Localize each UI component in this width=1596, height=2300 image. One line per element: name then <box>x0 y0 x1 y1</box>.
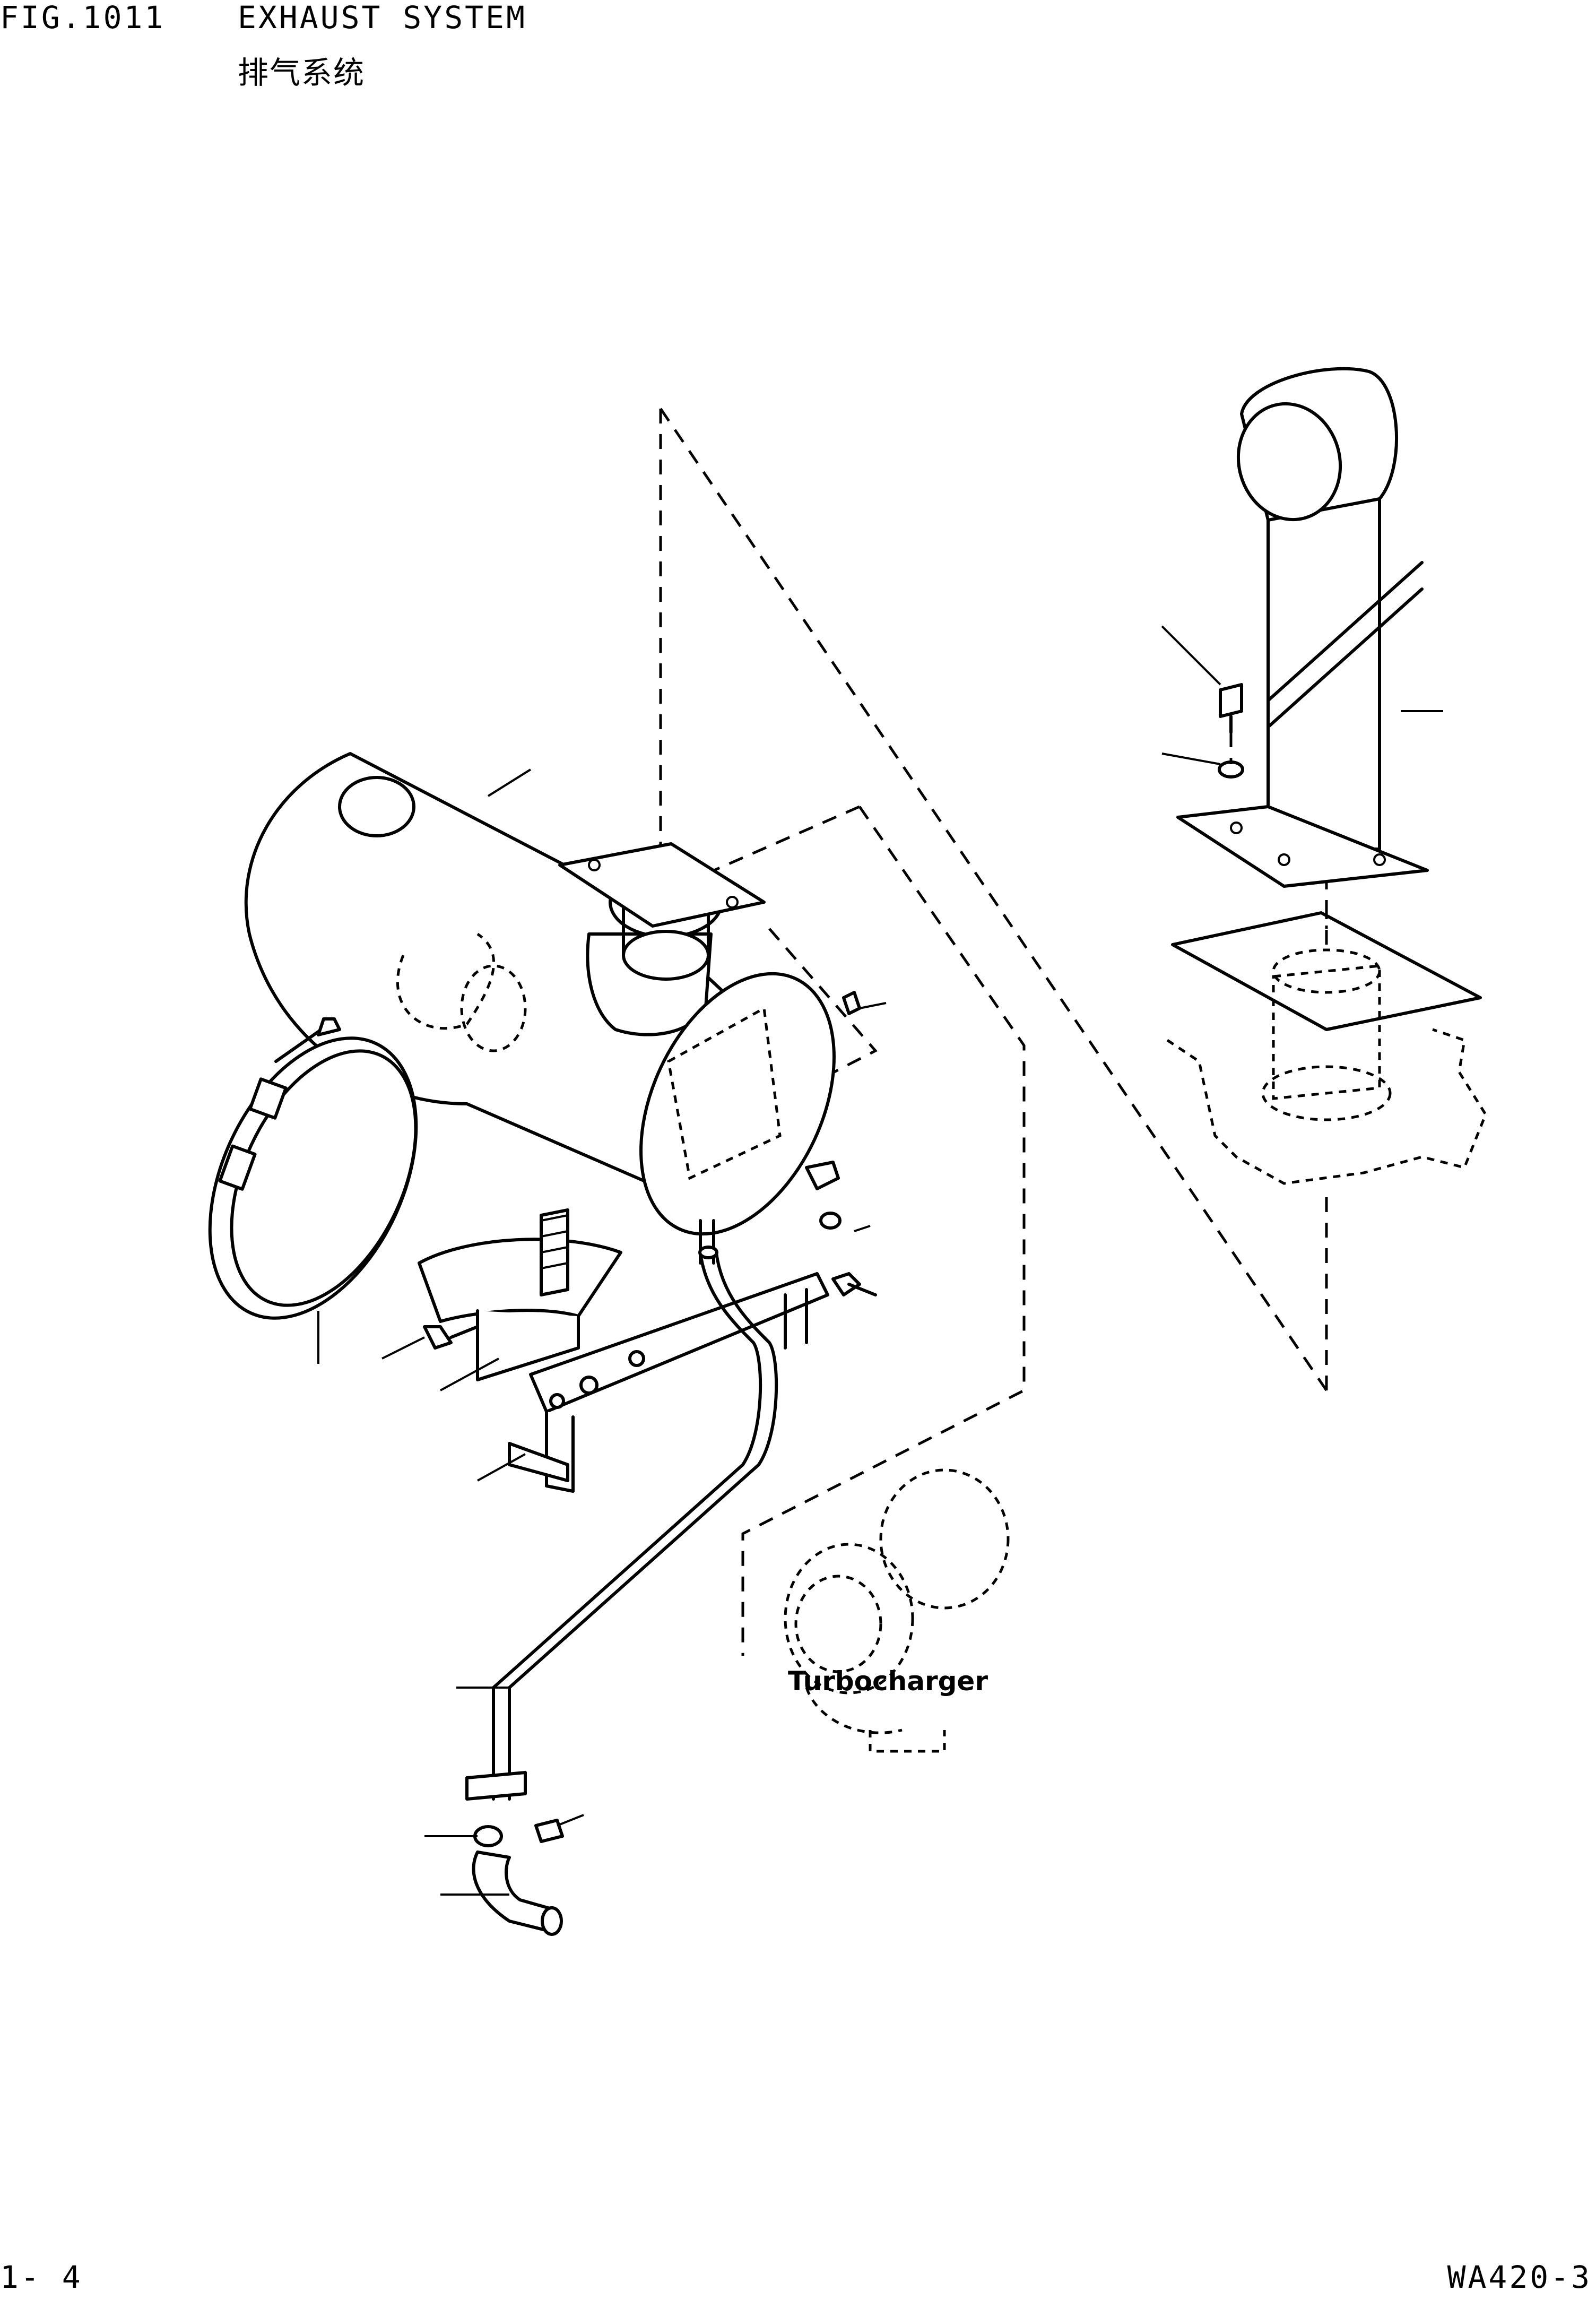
turbocharger-reference: Turbocharger <box>784 1468 1010 1753</box>
figure-number: FIG.1011 <box>0 0 166 36</box>
band-clamp <box>208 1017 418 1320</box>
turbocharger-label: Turbocharger <box>788 1666 988 1697</box>
model-code: WA420-3 <box>1447 2259 1592 2295</box>
figure-title: EXHAUST SYSTEM <box>238 0 527 36</box>
figure-title-chinese: 排气系统 <box>238 55 366 91</box>
stack-mounting-base <box>1166 902 1487 1185</box>
drain-pipe <box>465 1246 778 1936</box>
fasteners <box>423 991 877 1350</box>
exhaust-stack <box>1176 367 1429 888</box>
reference-leaders <box>317 625 1443 1896</box>
page-number: 1- 4 <box>0 2259 83 2295</box>
